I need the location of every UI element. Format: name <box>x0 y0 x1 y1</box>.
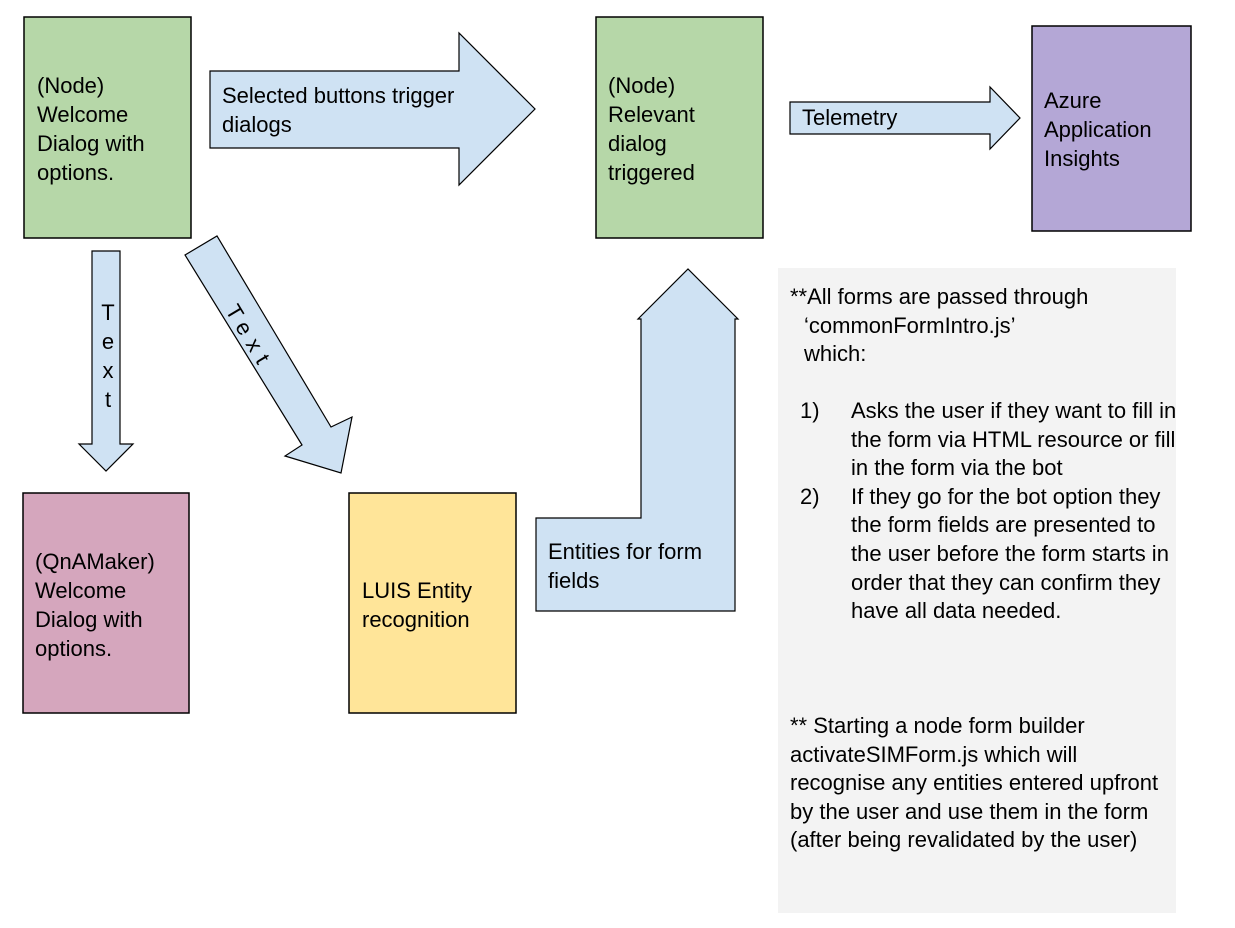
welcome-node-box <box>23 16 192 239</box>
luis-box <box>348 492 517 714</box>
text-diagonal-arrow <box>184 235 353 474</box>
list-item-number: 1) <box>800 398 820 423</box>
luis-label: LUIS Entity recognition <box>362 578 473 632</box>
text-down-arrow <box>77 250 135 472</box>
list-item-text: If they go for the bot option they the f… <box>851 483 1169 624</box>
entities-label: Entities for form fields <box>548 539 703 593</box>
telemetry-arrow <box>789 85 1021 151</box>
list-item: 1) Asks the user if they want to fill in… <box>800 397 1180 483</box>
note-header: **All forms are passed through ‘commonFo… <box>790 283 1180 369</box>
note-header-line2: ‘commonFormIntro.js’ <box>804 312 1016 338</box>
list-item-text: Asks the user if they want to fill in th… <box>851 398 1177 481</box>
relevant-node-label: (Node) Relevant dialog triggered <box>608 73 695 185</box>
telemetry-label: Telemetry <box>802 105 898 130</box>
list-item: 2) If they go for the bot option they th… <box>800 483 1180 626</box>
note-header-line3: which: <box>804 341 867 367</box>
note-panel <box>778 268 1176 913</box>
note-footer: ** Starting a node form builder activate… <box>790 713 1159 853</box>
qnamaker-label: (QnAMaker) Welcome Dialog with options. <box>35 549 155 661</box>
entities-bent-arrow <box>535 268 740 612</box>
selected-buttons-arrow <box>209 31 536 187</box>
relevant-node-box <box>595 16 764 239</box>
note-list: 1) Asks the user if they want to fill in… <box>800 397 1180 626</box>
selected-buttons-label: Selected buttons trigger dialogs <box>222 83 455 137</box>
azure-box <box>1031 25 1192 232</box>
note-header-line1: **All forms are passed through <box>790 284 1089 309</box>
text-down-label: T e x t <box>101 300 115 412</box>
qnamaker-box <box>22 492 190 714</box>
welcome-node-label: (Node) Welcome Dialog with options. <box>37 73 145 185</box>
azure-label: Azure Application Insights <box>1044 88 1152 171</box>
list-item-number: 2) <box>800 483 820 509</box>
